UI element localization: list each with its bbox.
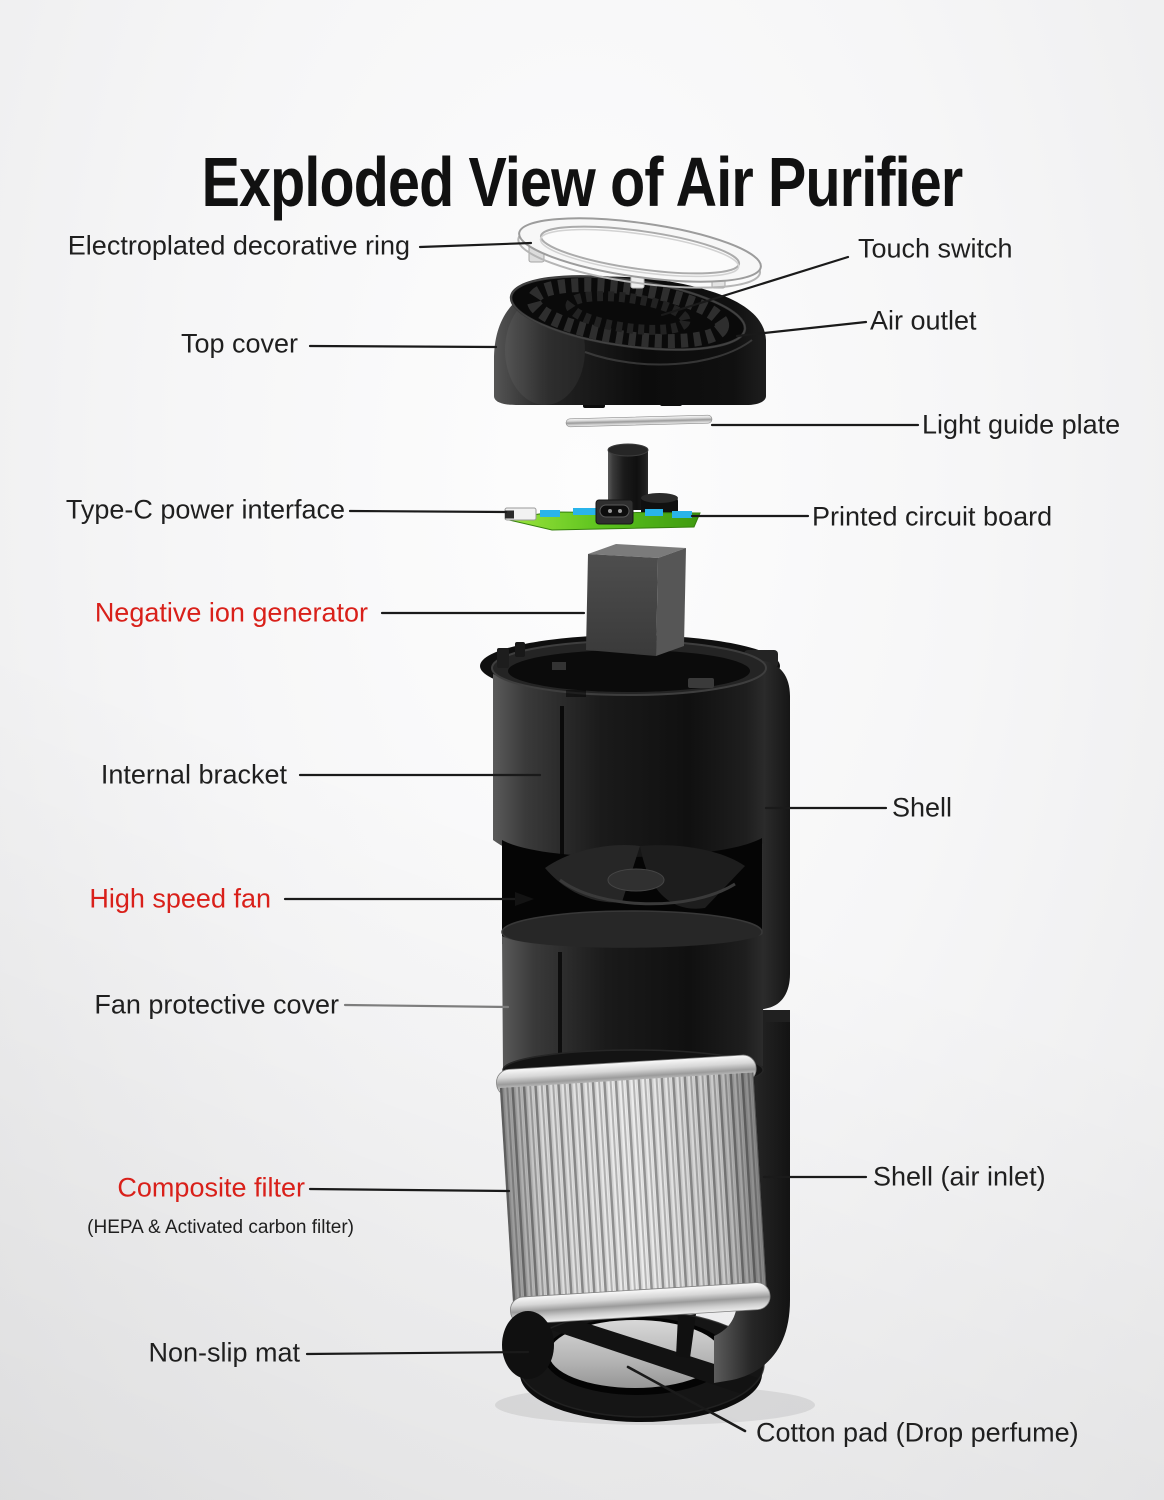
leader-touch-switch	[660, 255, 850, 317]
label-electroplated-ring: Electroplated decorative ring	[67, 230, 410, 261]
mat-front-lobe	[502, 1311, 554, 1379]
leader-fan-cover	[343, 1003, 510, 1009]
label-shell: Shell	[892, 792, 953, 823]
label-composite-filter: Composite filter	[117, 1172, 305, 1203]
label-non-slip-mat: Non-slip mat	[148, 1337, 300, 1368]
negative-ion-generator-part	[586, 544, 686, 656]
label-internal-bracket: Internal bracket	[100, 759, 287, 790]
label-touch-switch: Touch switch	[858, 233, 1013, 264]
leader-non-slip-mat	[305, 1350, 530, 1356]
leader-cotton-pad	[626, 1365, 747, 1433]
label-high-speed-fan: High speed fan	[89, 883, 271, 914]
pcb-part	[504, 443, 701, 531]
leader-type-c	[348, 509, 508, 514]
internal-bracket-part	[491, 640, 767, 870]
air-outlet-grille	[509, 275, 747, 351]
composite-filter-part	[496, 1054, 771, 1325]
light-guide-plate-part	[565, 414, 713, 428]
label-light-guide-plate: Light guide plate	[922, 409, 1121, 440]
leader-top-cover	[308, 344, 498, 349]
leader-air-outlet	[735, 320, 868, 338]
type-c-connector-part	[504, 507, 537, 521]
label-air-outlet: Air outlet	[870, 305, 977, 336]
leader-composite-filter	[308, 1187, 511, 1193]
label-pcb: Printed circuit board	[812, 501, 1053, 532]
label-top-cover: Top cover	[180, 328, 298, 359]
fan-protective-cover-part	[501, 910, 764, 1091]
decorative-ring-part	[517, 217, 762, 289]
label-negative-ion: Negative ion generator	[94, 597, 368, 628]
leader-lines	[283, 241, 920, 1433]
label-composite-filter-sub: (HEPA & Activated carbon filter)	[87, 1217, 354, 1239]
label-shell-air-inlet: Shell (air inlet)	[873, 1161, 1046, 1192]
page-title: Exploded View of Air Purifier	[201, 142, 964, 221]
label-fan-cover: Fan protective cover	[94, 989, 339, 1020]
label-cotton-pad: Cotton pad (Drop perfume)	[756, 1417, 1079, 1448]
leader-electroplated-ring	[418, 241, 533, 249]
leader-fan-arrowhead	[515, 892, 534, 906]
label-type-c: Type-C power interface	[65, 494, 345, 525]
top-cover-part	[494, 275, 766, 408]
